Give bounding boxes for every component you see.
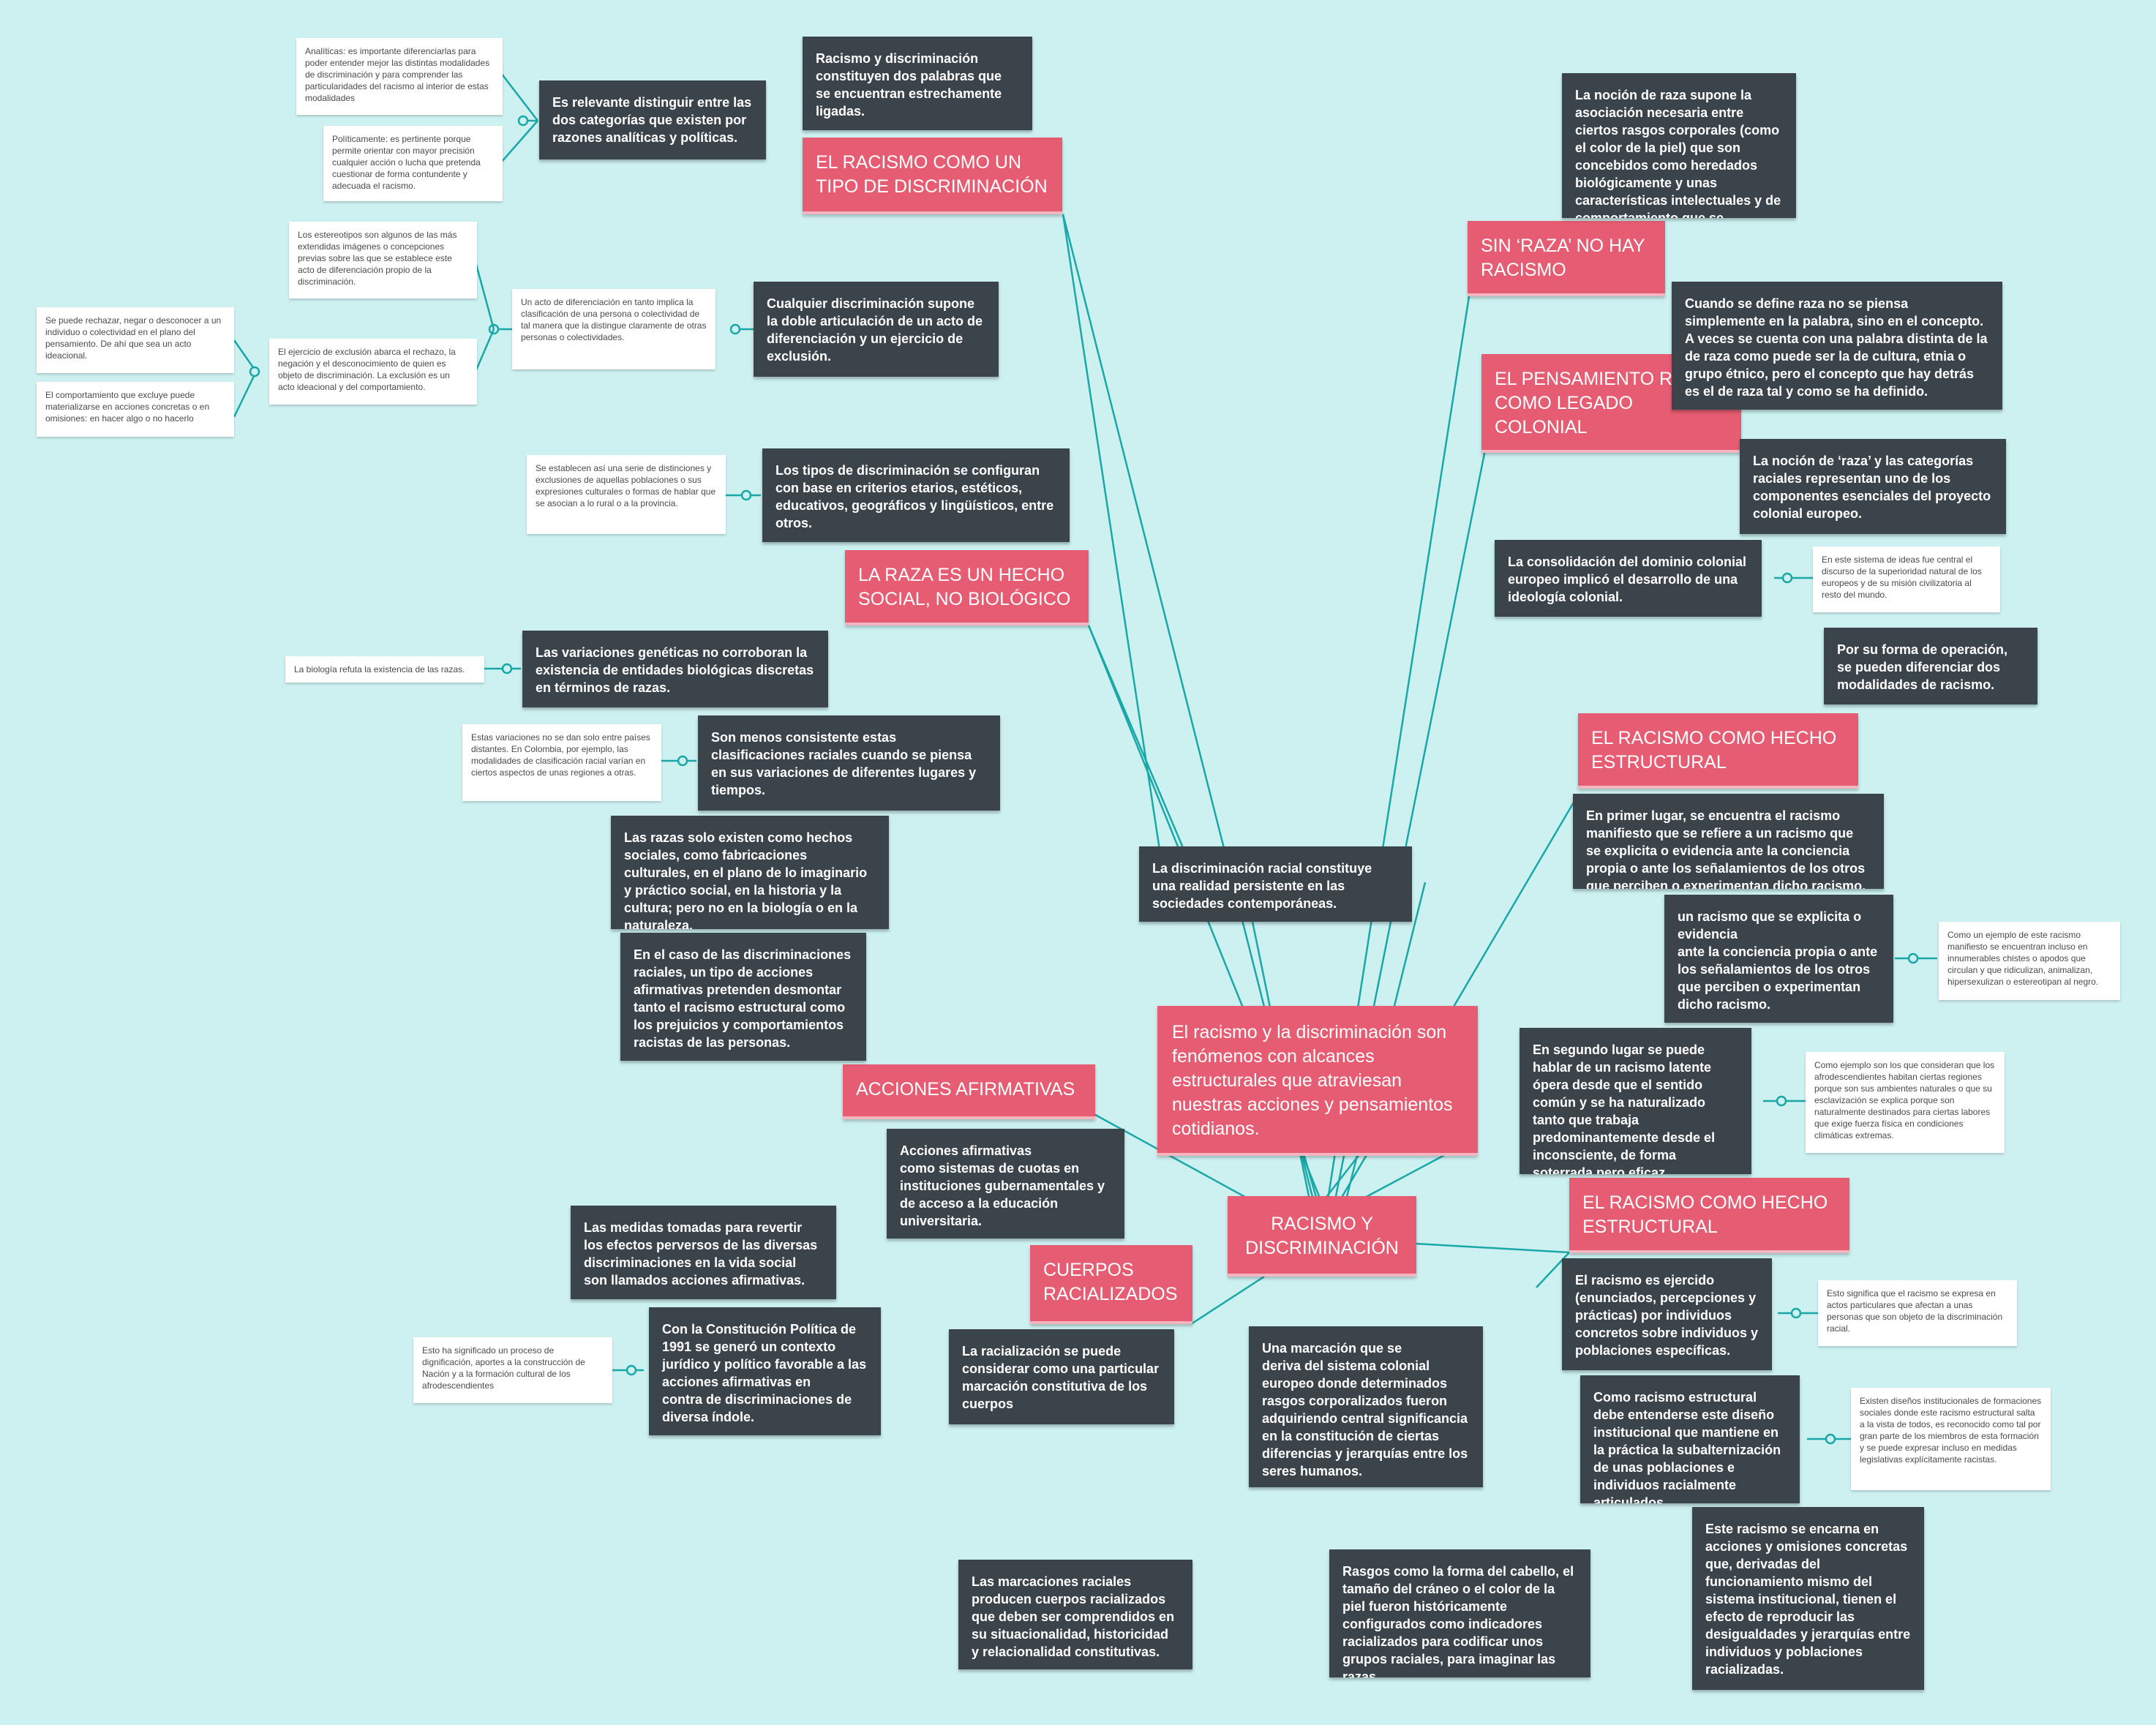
- note-superioridad-europeos[interactable]: En este sistema de ideas fue central el …: [1813, 546, 2000, 612]
- card-racismo-manifiesto[interactable]: En primer lugar, se encuentra el racismo…: [1573, 794, 1884, 889]
- note-ejemplo-manifiesto[interactable]: Como un ejemplo de este racismo manifies…: [1939, 922, 2120, 1000]
- card-tipos-discriminacion[interactable]: Los tipos de discriminación se configura…: [762, 448, 1070, 542]
- heading-raza-hecho-social[interactable]: LA RAZA ES UN HECHO SOCIAL, NO BIOLÓGICO: [845, 550, 1089, 625]
- note-ejemplo-latente[interactable]: Como ejemplo son los que consideran que …: [1806, 1052, 2005, 1153]
- note-variaciones-colombia[interactable]: Estas variaciones no se dan solo entre p…: [462, 724, 661, 801]
- card-consolidacion-colonial[interactable]: La consolidación del dominio colonial eu…: [1495, 540, 1762, 617]
- note-acto-diferenciacion[interactable]: Un acto de diferenciación en tanto impli…: [512, 289, 715, 369]
- heading-racismo-hecho-estructural-2[interactable]: EL RACISMO COMO HECHO ESTRUCTURAL: [1569, 1178, 1849, 1253]
- card-medidas-acciones-afirmativas[interactable]: Las medidas tomadas para revertir los ef…: [571, 1206, 836, 1299]
- note-biologia-refuta[interactable]: La biología refuta la existencia de las …: [285, 656, 484, 683]
- note-disenos-institucionales[interactable]: Existen diseños institucionales de forma…: [1851, 1388, 2051, 1490]
- card-modalidades-racismo[interactable]: Por su forma de operación, se pueden dif…: [1824, 628, 2037, 704]
- note-comportamiento-excluye[interactable]: El comportamiento que excluye puede mate…: [37, 382, 234, 437]
- heading-cuerpos-racializados[interactable]: CUERPOS RACIALIZADOS: [1030, 1245, 1192, 1324]
- heading-acciones-afirmativas[interactable]: ACCIONES AFIRMATIVAS: [843, 1064, 1095, 1119]
- hub-racismo-discriminacion[interactable]: RACISMO Y DISCRIMINACIÓN: [1228, 1196, 1416, 1277]
- card-racismo-acciones-omisiones[interactable]: Este racismo se encarna en acciones y om…: [1692, 1507, 1924, 1690]
- card-nocion-raza-colonial[interactable]: La noción de ‘raza’ y las categorías rac…: [1740, 439, 2006, 534]
- central-statement[interactable]: El racismo y la discriminación son fenóm…: [1157, 1006, 1478, 1156]
- card-racializacion-marcacion[interactable]: La racialización se puede considerar com…: [949, 1329, 1174, 1424]
- note-distinciones-rural[interactable]: Se establecen así una serie de distincio…: [527, 455, 726, 534]
- card-nocion-raza[interactable]: La noción de raza supone la asociación n…: [1562, 73, 1796, 218]
- note-actos-particulares[interactable]: Esto significa que el racismo se expresa…: [1818, 1280, 2017, 1346]
- card-racismo-discriminacion-ligadas[interactable]: Racismo y discriminación constituyen dos…: [803, 37, 1032, 130]
- card-discriminacion-persistente[interactable]: La discriminación racial constituye una …: [1139, 846, 1412, 922]
- note-analiticas[interactable]: Analíticas: es importante diferenciarlas…: [296, 38, 503, 115]
- card-distinguir-categorias[interactable]: Es relevante distinguir entre las dos ca…: [539, 80, 766, 159]
- card-constitucion-1991[interactable]: Con la Constitución Política de 1991 se …: [649, 1307, 881, 1435]
- card-variaciones-geneticas[interactable]: Las variaciones genéticas no corroboran …: [522, 631, 828, 707]
- card-doble-articulacion[interactable]: Cualquier discriminación supone la doble…: [754, 282, 999, 377]
- note-dignificacion[interactable]: Esto ha significado un proceso de dignif…: [413, 1337, 612, 1403]
- card-racismo-latente[interactable]: En segundo lugar se puede hablar de un r…: [1520, 1028, 1751, 1174]
- card-rasgos-indicadores[interactable]: Rasgos como la forma del cabello, el tam…: [1329, 1549, 1590, 1677]
- card-definir-raza[interactable]: Cuando se define raza no se piensa simpl…: [1672, 282, 2002, 410]
- card-racismo-estructural-diseno[interactable]: Como racismo estructural debe entenderse…: [1580, 1375, 1800, 1503]
- card-marcacion-colonial[interactable]: Una marcación que se deriva del sistema …: [1249, 1326, 1483, 1487]
- card-marcaciones-cuerpos[interactable]: Las marcaciones raciales producen cuerpo…: [958, 1560, 1192, 1669]
- card-discriminaciones-raciales-acciones[interactable]: En el caso de las discriminaciones racia…: [620, 933, 866, 1061]
- note-politicamente[interactable]: Políticamente: es pertinente porque perm…: [323, 126, 503, 201]
- card-clasificaciones-raciales[interactable]: Son menos consistente estas clasificacio…: [698, 715, 1000, 811]
- card-acciones-afirmativas-cuotas[interactable]: Acciones afirmativas como sistemas de cu…: [887, 1129, 1124, 1239]
- card-razas-hechos-sociales[interactable]: Las razas solo existen como hechos socia…: [611, 816, 889, 929]
- heading-racismo-tipo-discriminacion[interactable]: EL RACISMO COMO UN TIPO DE DISCRIMINACIÓ…: [803, 138, 1062, 214]
- card-racismo-ejercido[interactable]: El racismo es ejercido (enunciados, perc…: [1562, 1258, 1772, 1370]
- card-racismo-explicita[interactable]: un racismo que se explicita o evidencia …: [1664, 895, 1893, 1023]
- heading-sin-raza-no-hay-racismo[interactable]: SIN ‘RAZA’ NO HAY RACISMO: [1468, 221, 1665, 296]
- note-ejercicio-exclusion[interactable]: El ejercicio de exclusión abarca el rech…: [269, 339, 477, 405]
- note-estereotipos[interactable]: Los estereotipos son algunos de las más …: [289, 222, 477, 298]
- heading-racismo-hecho-estructural-1[interactable]: EL RACISMO COMO HECHO ESTRUCTURAL: [1578, 713, 1858, 789]
- note-rechazar-negar[interactable]: Se puede rechazar, negar o desconocer a …: [37, 307, 234, 373]
